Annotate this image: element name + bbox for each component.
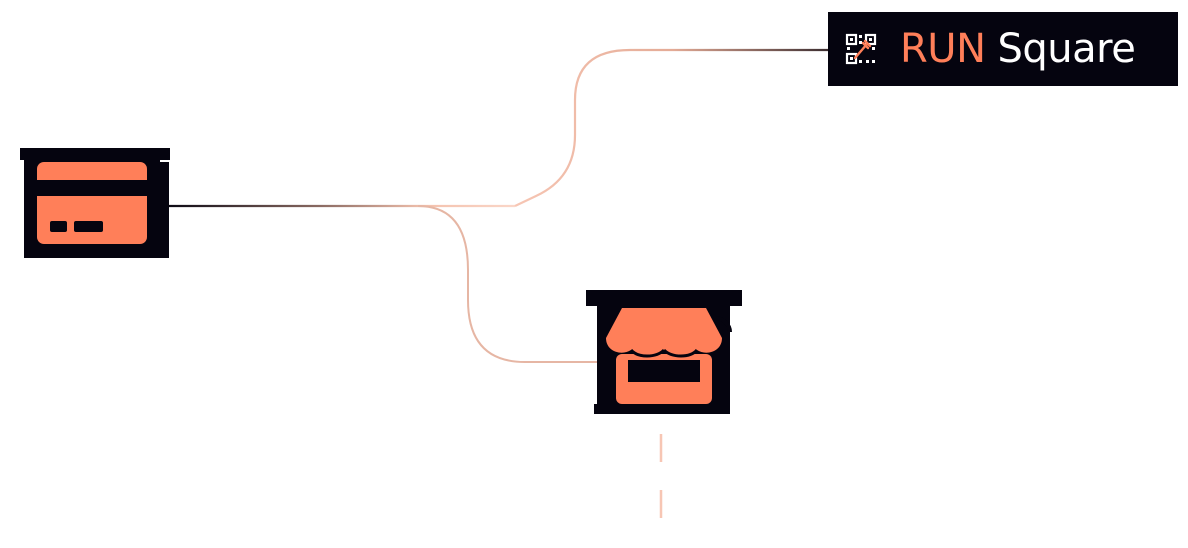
brand-primary-word: RUN bbox=[900, 26, 986, 72]
connector-hub-to-brand bbox=[514, 48, 830, 207]
credit-card-frame-right-tab bbox=[155, 162, 169, 258]
credit-card-node[interactable] bbox=[20, 148, 170, 258]
storefront-frame-base bbox=[594, 404, 730, 414]
brand-secondary-word: Square bbox=[997, 26, 1136, 72]
credit-card-frame-top-edge bbox=[20, 148, 170, 160]
storefront-icon bbox=[606, 308, 732, 404]
connector-hub-to-store bbox=[417, 205, 600, 363]
storefront-node[interactable] bbox=[586, 290, 742, 414]
qr-code-fork-icon bbox=[845, 33, 877, 65]
credit-card-icon bbox=[37, 162, 147, 244]
